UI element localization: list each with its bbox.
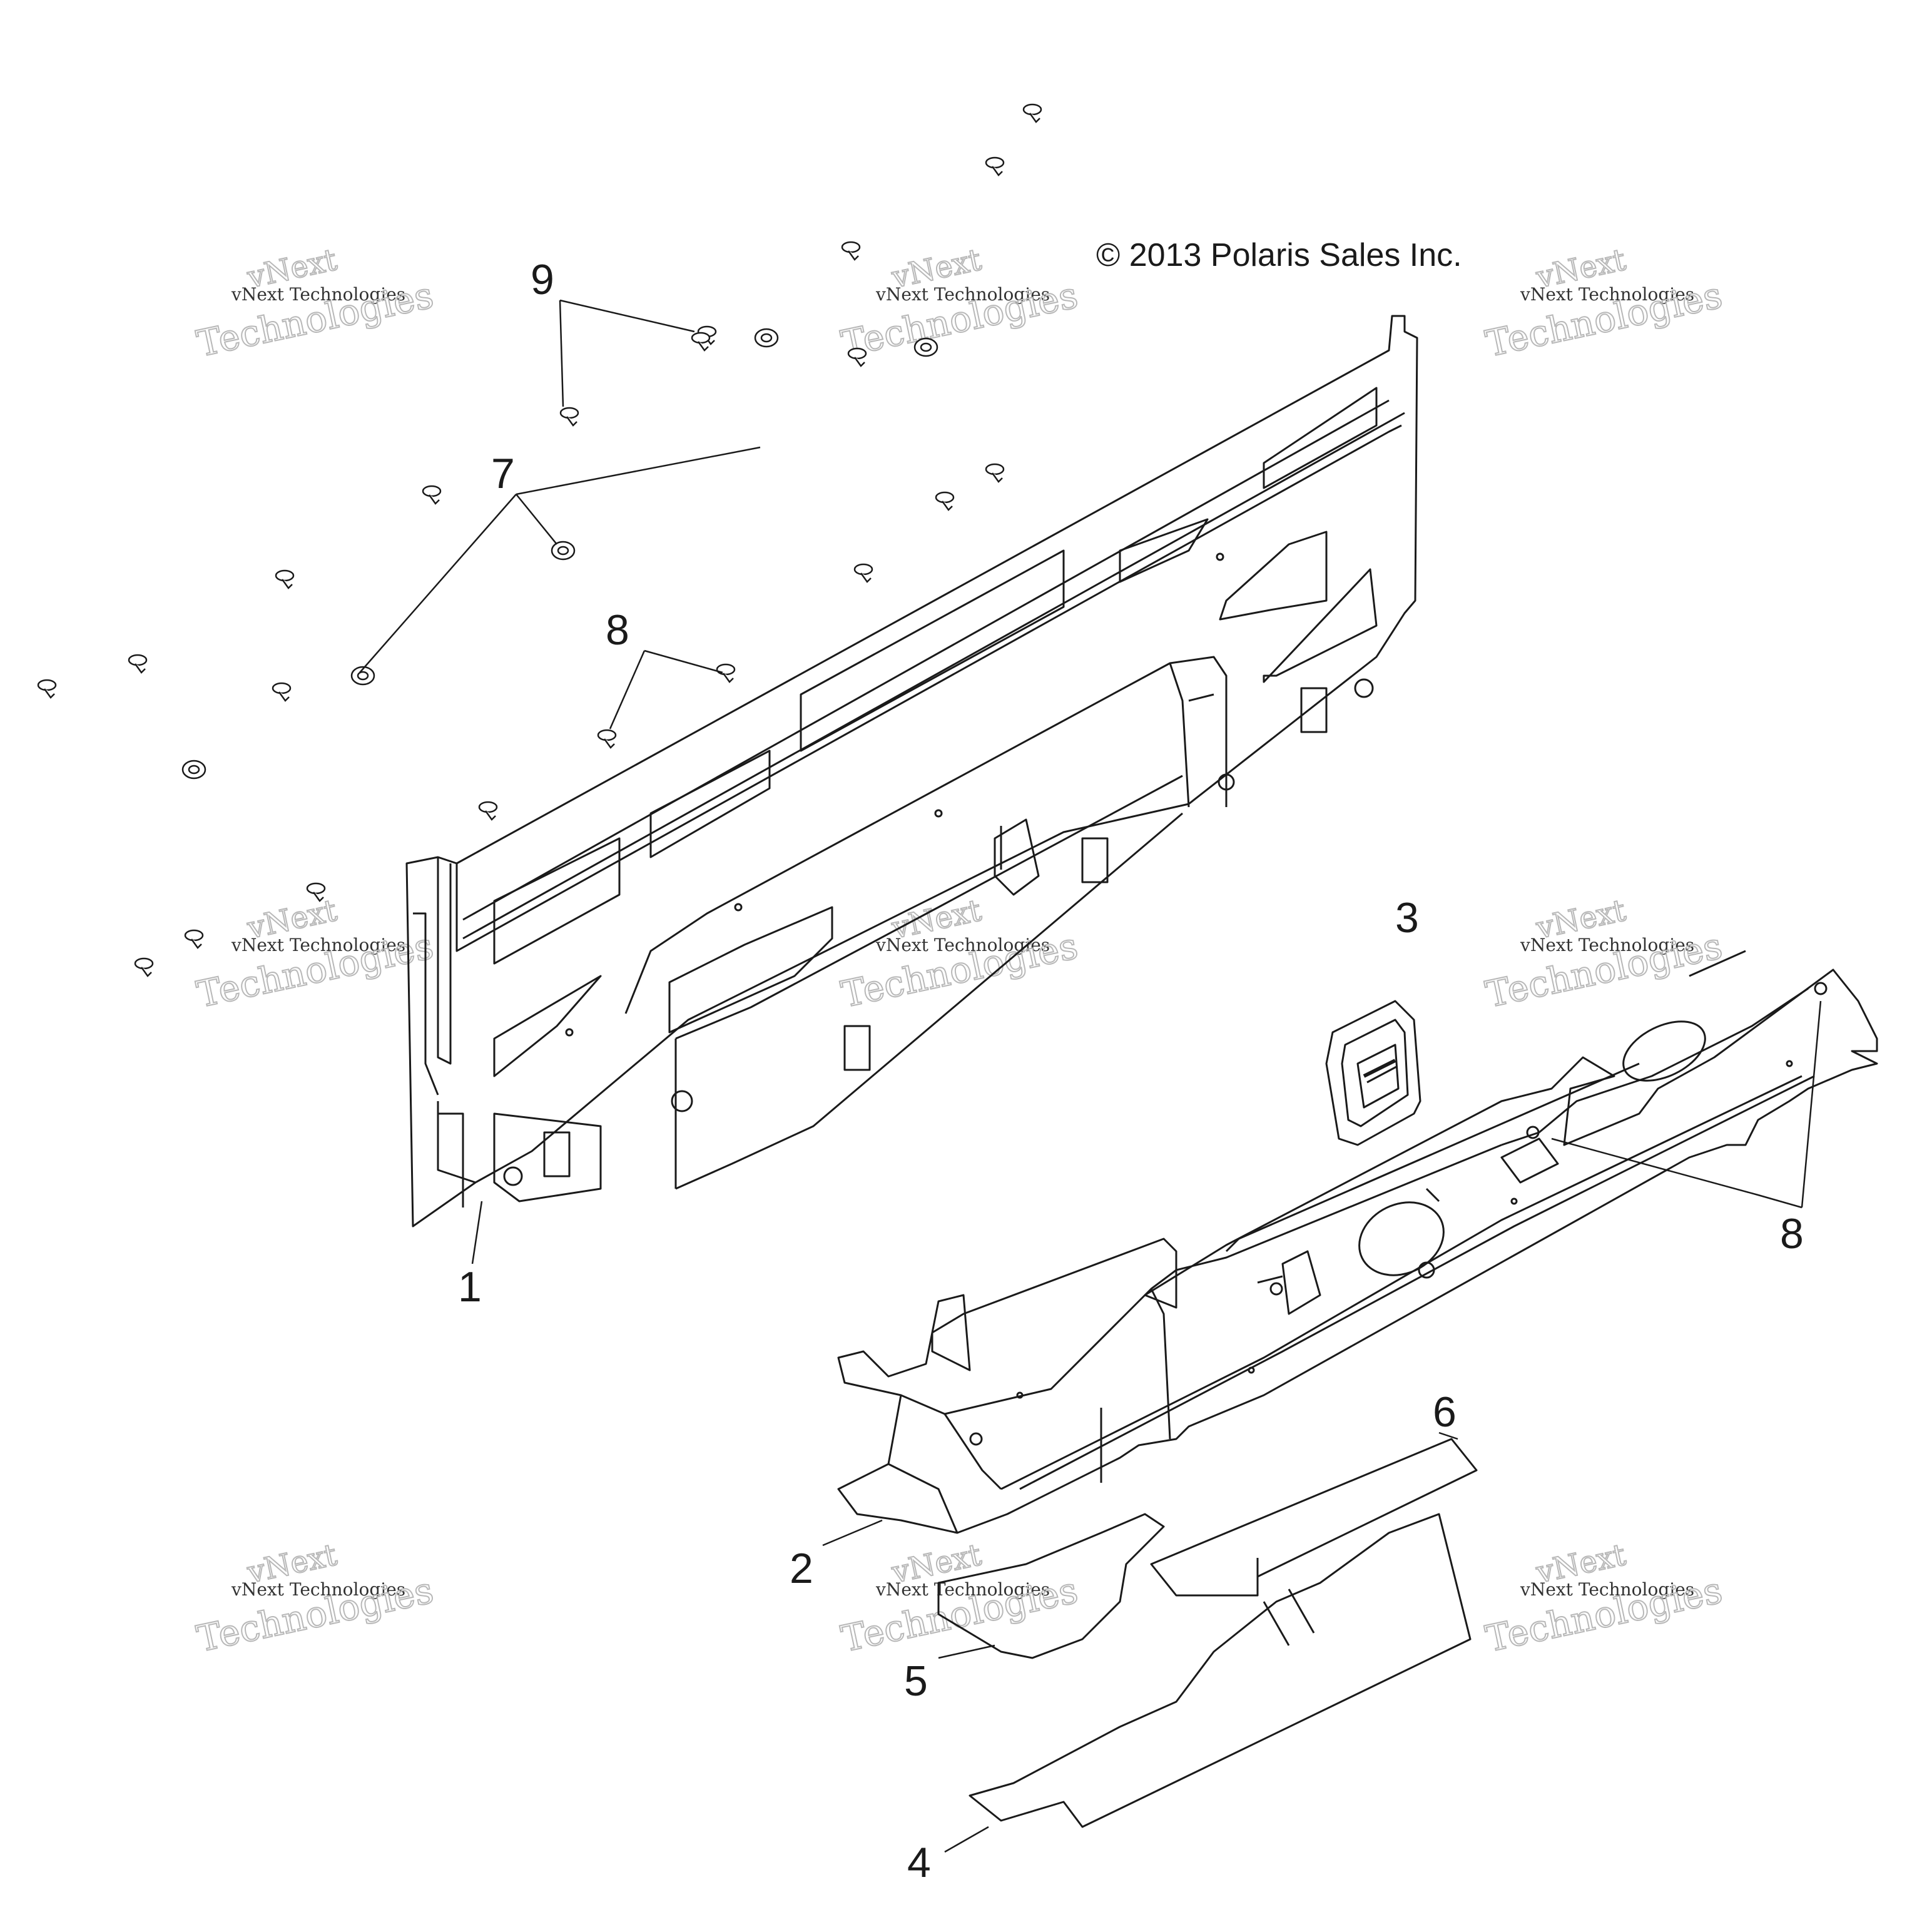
watermark-line2: vNext Technologies xyxy=(231,935,405,955)
callout-layer: 1 2 3 4 5 6 7 8 8 9 xyxy=(458,256,1804,1886)
screw-icon xyxy=(847,347,867,367)
watermark-line2: vNext Technologies xyxy=(1520,935,1694,955)
screw-icon xyxy=(841,241,861,261)
watermark: vNext vNext Technologies Technologies xyxy=(1482,242,1727,366)
screw-icon xyxy=(128,654,148,674)
bulkhead-panel xyxy=(405,315,1418,1228)
callout-6: 6 xyxy=(1433,1388,1457,1436)
screw-icon xyxy=(716,663,736,683)
copyright-notice: © 2013 Polaris Sales Inc. xyxy=(1096,237,1462,273)
floor-pad-main xyxy=(969,1513,1472,1828)
floor-pan xyxy=(837,950,1878,1534)
callout-5: 5 xyxy=(904,1657,928,1705)
screw-icon xyxy=(306,882,326,902)
screw-icon xyxy=(478,801,498,821)
watermark: vNext vNext Technologies Technologies xyxy=(1482,892,1727,1017)
screw-icon xyxy=(37,679,57,699)
callout-8-lower: 8 xyxy=(1780,1210,1804,1258)
screw-icon xyxy=(985,156,1005,176)
callout-7: 7 xyxy=(491,450,515,497)
screw-icon xyxy=(597,729,617,749)
screw-icon xyxy=(853,563,873,583)
callout-1: 1 xyxy=(458,1263,482,1311)
callout-9: 9 xyxy=(531,256,554,303)
watermark: vNext vNext Technologies Technologies xyxy=(193,892,438,1017)
watermark-line2: vNext Technologies xyxy=(231,1579,405,1600)
screw-icon xyxy=(184,929,204,949)
watermark-line2: vNext Technologies xyxy=(1520,284,1694,305)
screw-icon xyxy=(935,491,955,511)
screw-icon xyxy=(559,407,579,427)
screw-icon xyxy=(691,332,711,352)
nut-icon xyxy=(913,337,938,357)
watermark-line2: vNext Technologies xyxy=(875,1579,1050,1600)
watermark-layer: vNext vNext Technologies Technologies vN… xyxy=(193,242,1727,1661)
callout-2: 2 xyxy=(790,1545,813,1592)
screw-icon xyxy=(134,957,154,977)
screw-icon xyxy=(422,485,442,505)
leader-lines xyxy=(359,299,1822,1853)
nut-icon xyxy=(754,328,779,348)
fastener-layer xyxy=(37,103,1042,977)
nut-icon xyxy=(181,760,206,780)
watermark: vNext vNext Technologies Technologies xyxy=(837,242,1082,366)
floor-pad-front xyxy=(937,1513,1165,1659)
watermark-line2: vNext Technologies xyxy=(231,284,405,305)
watermark: vNext vNext Technologies Technologies xyxy=(193,1537,438,1661)
watermark-line2: vNext Technologies xyxy=(1520,1579,1694,1600)
callout-8-upper: 8 xyxy=(606,606,629,654)
watermark-line2: vNext Technologies xyxy=(875,284,1050,305)
insulation-strip xyxy=(1150,1438,1478,1597)
watermark: vNext vNext Technologies Technologies xyxy=(1482,1537,1727,1661)
tie-down-anchor xyxy=(1325,1000,1421,1146)
nut-icon xyxy=(551,541,576,561)
nut-icon xyxy=(350,666,375,686)
watermark: vNext vNext Technologies Technologies xyxy=(837,892,1082,1017)
screw-icon xyxy=(1022,103,1042,123)
screw-icon xyxy=(272,682,292,702)
watermark-line2: vNext Technologies xyxy=(875,935,1050,955)
callout-4: 4 xyxy=(907,1839,931,1886)
screw-icon xyxy=(985,463,1005,483)
screw-icon xyxy=(275,569,295,589)
callout-3: 3 xyxy=(1395,894,1419,942)
watermark: vNext vNext Technologies Technologies xyxy=(193,242,438,366)
